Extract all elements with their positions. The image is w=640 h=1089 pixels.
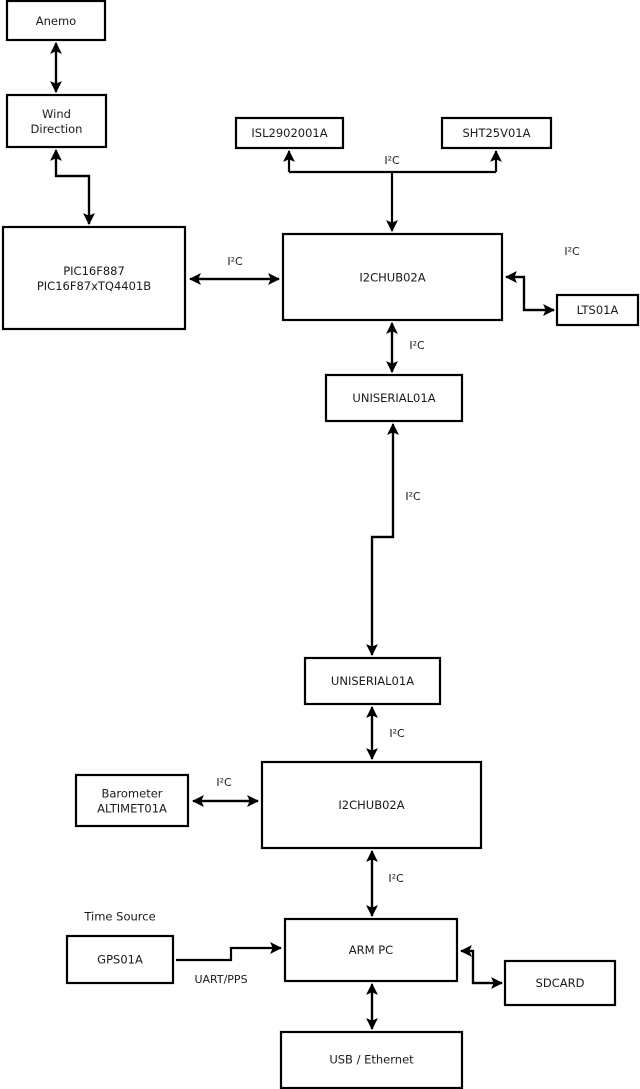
- edge-label-gps-armpc: UART/PPS: [194, 973, 247, 986]
- edge-arrow-to-armpc: [460, 945, 502, 985]
- node-uniserial01a-upper-label: UNISERIAL01A: [352, 391, 435, 405]
- edge-arrow-to-lts: [509, 275, 555, 316]
- edge-hub-top-lts: I²C: [505, 245, 580, 316]
- node-arm-pc-label: ARM PC: [349, 943, 393, 957]
- node-lts01a-box[interactable]: [555, 293, 640, 327]
- node-wind-direction-box[interactable]: [5, 93, 108, 149]
- edge-uniserial2-hub-bottom: I²C: [366, 706, 405, 760]
- node-lts01a-label: LTS01A: [577, 303, 619, 317]
- node-uniserial01a-lower-label: UNISERIAL01A: [331, 674, 414, 688]
- node-sdcard[interactable]: SDCARD: [503, 959, 617, 1007]
- node-sht25v01a-box[interactable]: [440, 116, 553, 150]
- node-usb-ethernet-label: USB / Ethernet: [329, 1053, 414, 1067]
- edge-armpc-sdcard: [460, 945, 503, 989]
- node-i2chub02a-top-box[interactable]: [281, 232, 504, 322]
- node-uniserial01a-lower-box[interactable]: [303, 656, 442, 706]
- edge-arrow-down: [366, 427, 395, 656]
- node-i2chub02a-bottom-label: I2CHUB02A: [338, 798, 404, 812]
- node-uniserial01a-upper-box[interactable]: [324, 373, 464, 423]
- node-anemo-label: Anemo: [36, 14, 76, 28]
- edges-layer: I²C I²C I²C: [50, 42, 580, 1030]
- node-usb-ethernet[interactable]: USB / Ethernet: [279, 1030, 464, 1089]
- node-anemo-box[interactable]: [5, 0, 107, 42]
- node-i2chub02a-top[interactable]: I2CHUB02A: [281, 232, 504, 322]
- edge-label-hub-sensors: I²C: [384, 154, 400, 167]
- edge-arrow-to-wind: [50, 149, 91, 224]
- edge-label-hub-uniserial1: I²C: [409, 339, 425, 352]
- node-sht25v01a[interactable]: SHT25V01A: [440, 116, 553, 150]
- node-barometer-box[interactable]: [74, 773, 190, 828]
- edge-arrow-to-pic: [54, 153, 95, 225]
- edge-gps-armpc: UART/PPS: [176, 942, 282, 986]
- edge-arrow-to-hub: [505, 271, 554, 312]
- node-gps01a[interactable]: GPS01A: [65, 934, 175, 985]
- edge-pic-wind: [50, 149, 95, 225]
- node-anemo[interactable]: Anemo: [5, 0, 107, 42]
- edge-hub-bottom-armpc: I²C: [366, 850, 404, 917]
- node-i2chub02a-top-label: I2CHUB02A: [359, 271, 425, 285]
- edge-label-uniserial-link: I²C: [405, 490, 421, 503]
- node-gps01a-label: GPS01A: [97, 953, 143, 967]
- edge-arrow-up: [370, 423, 399, 655]
- node-sht25v01a-label: SHT25V01A: [463, 126, 531, 140]
- node-pic-mcu-box[interactable]: [1, 225, 187, 331]
- node-arm-pc-box[interactable]: [283, 917, 459, 983]
- edge-arrow-to-armpc: [176, 942, 282, 962]
- edge-arrow-to-sdcard: [464, 949, 503, 989]
- edge-label-uniserial2-hub: I²C: [389, 727, 405, 740]
- annotations-layer: Time Source: [83, 910, 155, 924]
- edge-hub-top-uniserial1: I²C: [386, 322, 425, 373]
- node-lts01a[interactable]: LTS01A: [555, 293, 640, 327]
- node-sdcard-label: SDCARD: [536, 976, 585, 990]
- node-isl2902001a[interactable]: ISL2902001A: [234, 116, 345, 150]
- node-i2chub02a-bottom-box[interactable]: [260, 760, 483, 850]
- node-arm-pc[interactable]: ARM PC: [283, 917, 459, 983]
- node-isl2902001a-box[interactable]: [234, 116, 345, 150]
- node-isl2902001a-label: ISL2902001A: [251, 126, 327, 140]
- node-i2chub02a-bottom[interactable]: I2CHUB02A: [260, 760, 483, 850]
- node-usb-ethernet-box[interactable]: [279, 1030, 464, 1089]
- node-sdcard-box[interactable]: [503, 959, 617, 1007]
- node-gps01a-box[interactable]: [65, 934, 175, 985]
- edge-uniserial1-uniserial2: I²C: [366, 423, 421, 656]
- edge-pic-hub-top: I²C: [189, 255, 280, 285]
- edge-label-baro-hub: I²C: [216, 776, 232, 789]
- node-uniserial01a-lower[interactable]: UNISERIAL01A: [303, 656, 442, 706]
- edge-label-hub-armpc: I²C: [388, 872, 404, 885]
- node-uniserial01a-upper[interactable]: UNISERIAL01A: [324, 373, 464, 423]
- edge-hub-top-sensor-bus: I²C: [283, 150, 502, 232]
- edge-label-hub-lts: I²C: [564, 245, 580, 258]
- edge-label-pic-hub: I²C: [227, 255, 243, 268]
- annotation-time-source: Time Source: [83, 910, 155, 924]
- edge-baro-hub-bottom: I²C: [192, 776, 259, 807]
